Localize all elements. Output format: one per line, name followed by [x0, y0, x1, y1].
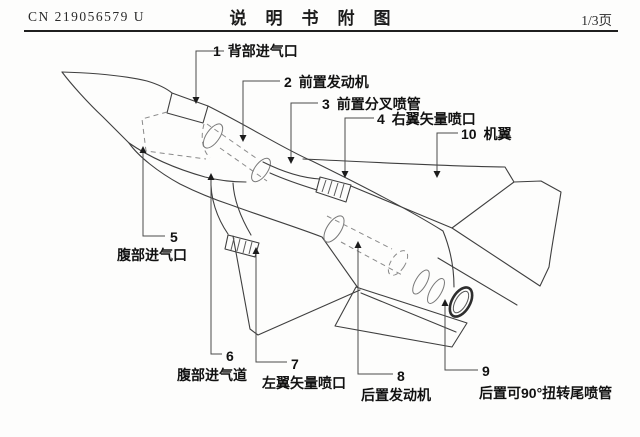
- rear-engine-rear-face-dashed: [387, 250, 409, 276]
- tail-section-ring-b: [427, 278, 445, 304]
- leader-7: [255, 254, 287, 363]
- aircraft-drawing: [61, 71, 562, 348]
- leader-5: [142, 153, 165, 237]
- belly-duct-right-edge: [232, 182, 252, 236]
- front-engine-body-dashed: [206, 123, 268, 182]
- figure-label-7-name: 左翼矢量喷口: [261, 375, 346, 391]
- leader-10: [436, 132, 458, 171]
- arrowhead-9: [441, 299, 449, 306]
- arrowhead-4: [341, 171, 349, 178]
- tail-nozzle-ring-outer: [448, 286, 474, 318]
- internal-duct-dashed: [141, 111, 211, 160]
- canard-bottom-edge: [269, 172, 318, 191]
- front-engine-front-face: [202, 123, 224, 149]
- nose-bottom-edge: [61, 71, 130, 144]
- leader-2: [242, 80, 280, 135]
- figure-label-5-name: 腹部进气口: [117, 247, 187, 263]
- rear-engine-body-dashed: [326, 215, 405, 277]
- right-vector-nozzle-hatch: [321, 179, 345, 199]
- leader-lines: [139, 50, 478, 375]
- back-inlet: [166, 92, 209, 124]
- page-indicator: 1/3页: [581, 13, 612, 28]
- nose-top-edge: [61, 71, 173, 94]
- arrowhead-8: [354, 241, 362, 248]
- figure-label-7-number: 7: [291, 356, 299, 372]
- figure-label-9-number: 9: [482, 363, 490, 379]
- left-vector-nozzle: [224, 234, 260, 258]
- belly-outer-edge: [128, 142, 359, 289]
- tail-section-ring-a: [412, 269, 430, 295]
- arrowhead-6: [207, 173, 215, 180]
- lower-wing-crease: [360, 292, 457, 333]
- left-vector-nozzle-hatch: [230, 237, 253, 255]
- figure-label-9-name: 后置可90°扭转尾喷管: [479, 385, 612, 401]
- lower-wing: [334, 286, 468, 348]
- figure-label-8-number: 8: [397, 368, 405, 384]
- tail-nozzle-ring-inner: [452, 290, 470, 314]
- figure-label-6-name: 腹部进气道: [177, 367, 247, 383]
- belly-inlet-lip: [128, 142, 247, 183]
- figure-label-5-number: 5: [170, 229, 178, 245]
- leader-3: [290, 102, 318, 157]
- figure-label-8-name: 后置发动机: [361, 387, 431, 403]
- header-rule: [24, 30, 618, 32]
- arrowhead-10: [433, 171, 441, 178]
- figure-label-6-number: 6: [226, 348, 234, 364]
- arrowhead-3: [287, 157, 295, 164]
- leader-4: [344, 117, 374, 171]
- fuselage-spine: [207, 105, 455, 288]
- arrowhead-2: [239, 135, 247, 142]
- canard-top-edge: [262, 161, 321, 180]
- rear-engine-front-face: [323, 215, 345, 243]
- belly-keel-edge: [232, 235, 361, 336]
- arrowhead-5: [139, 146, 147, 153]
- leader-9: [444, 306, 478, 371]
- belly-duct-left-edge: [210, 177, 229, 235]
- right-vector-nozzle: [315, 176, 352, 203]
- leader-6: [210, 180, 222, 355]
- page-title: 说明书附图: [229, 9, 410, 28]
- front-engine-rear-face: [251, 157, 271, 183]
- leader-8: [357, 248, 393, 375]
- main-wing: [302, 158, 562, 287]
- arrowhead-7: [252, 247, 260, 254]
- patent-number: CN 219056579 U: [28, 9, 146, 24]
- arrowhead-1: [192, 97, 200, 104]
- aft-fairing-edge: [437, 257, 518, 306]
- wing-root-edge: [350, 185, 453, 229]
- leader-1: [195, 50, 224, 97]
